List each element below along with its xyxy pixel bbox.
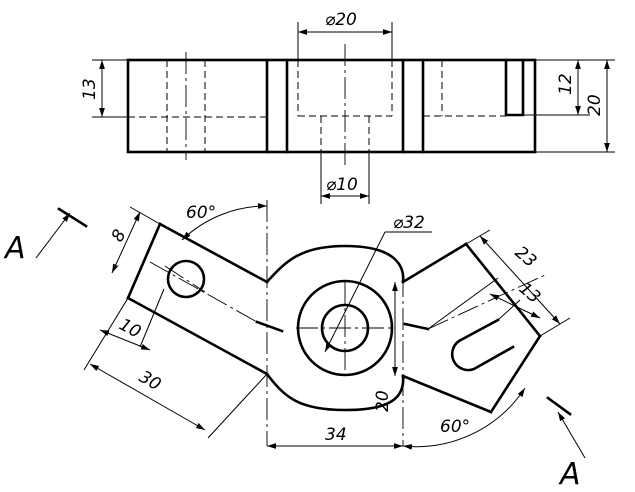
dim-right-length: 23 xyxy=(511,243,540,272)
dim-right-angle: 60° xyxy=(440,417,470,437)
dim-top-height-left: 13 xyxy=(80,78,100,100)
dim-top-height-right-total: 20 xyxy=(585,94,605,116)
dim-bottom-diameter: ⌀10 xyxy=(326,175,358,195)
section-label-right: A xyxy=(558,457,581,492)
dim-hub-span: 34 xyxy=(325,425,347,445)
dim-left-angle: 60° xyxy=(186,203,216,223)
dim-right-slot: 13 xyxy=(515,279,544,308)
dim-top-diameter: ⌀20 xyxy=(325,10,357,30)
boss-outline-top xyxy=(265,244,405,284)
right-arm-slot xyxy=(450,318,515,372)
plan-view: A A ⌀32 8 10 30 60° 23 13 xyxy=(3,200,586,492)
dim-hub-diameter: ⌀32 xyxy=(393,213,425,233)
dim-top-height-right-small: 12 xyxy=(556,73,576,95)
front-view-outline xyxy=(126,58,537,154)
slot-cutout xyxy=(504,58,525,117)
dim-left-length: 30 xyxy=(136,367,165,395)
left-arm-hole xyxy=(166,259,206,299)
section-label-left: A xyxy=(3,231,26,266)
dim-hub-height: 20 xyxy=(373,390,393,412)
dim-left-width: 8 xyxy=(108,226,131,245)
front-view: ⌀20 13 12 20 ⌀10 xyxy=(80,10,615,204)
boss-outline-bottom xyxy=(265,372,405,412)
